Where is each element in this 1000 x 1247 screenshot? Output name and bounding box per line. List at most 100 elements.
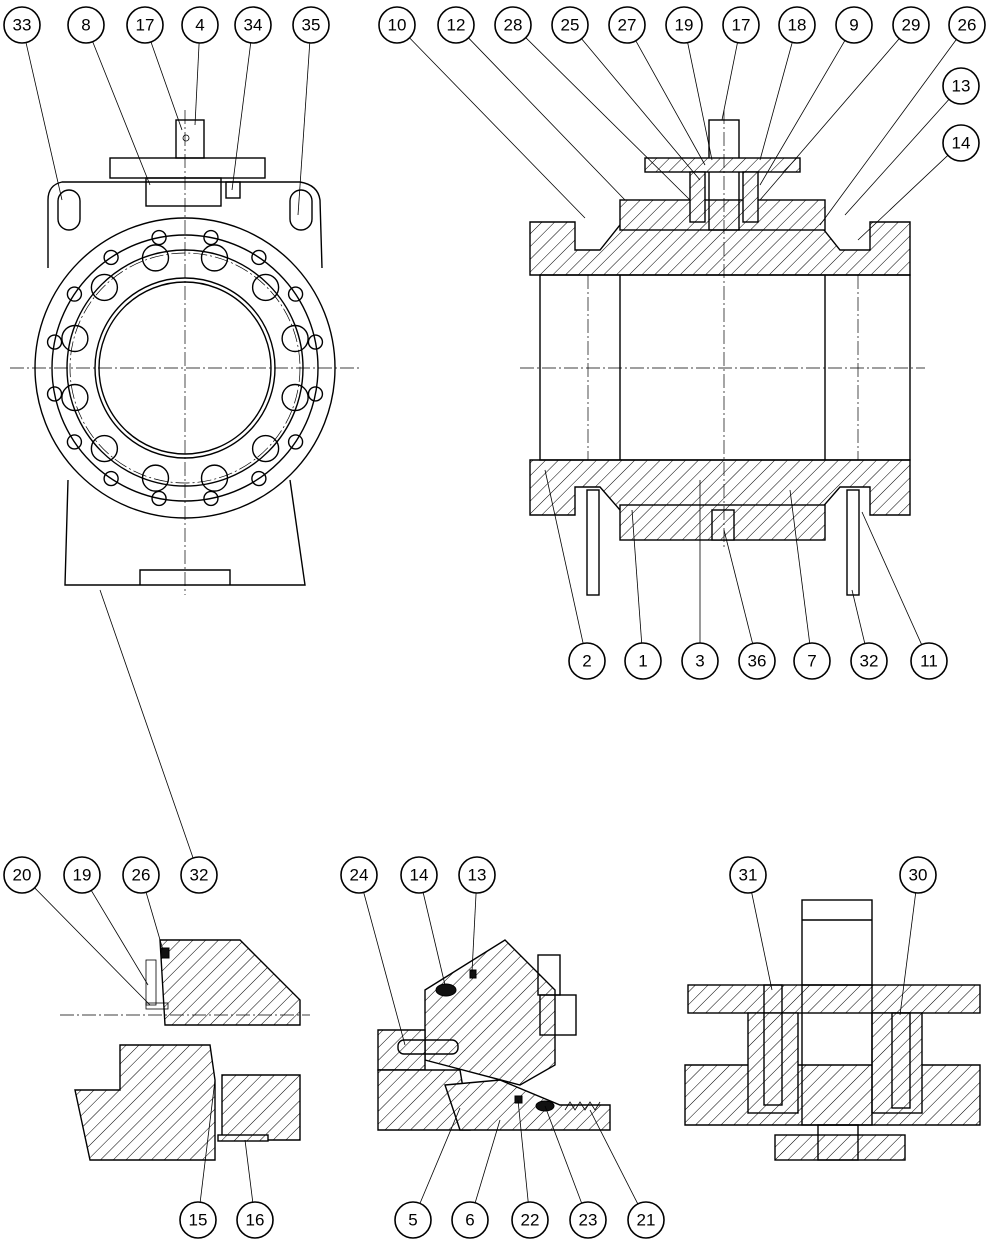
item-balloon: 11 xyxy=(910,642,948,680)
item-balloon: 16 xyxy=(236,1201,274,1239)
leader-line xyxy=(581,38,701,181)
item-number: 33 xyxy=(13,16,32,35)
bolt-hole xyxy=(61,324,89,353)
item-number: 32 xyxy=(190,866,209,885)
balloon-circle xyxy=(551,6,589,44)
bolt-nut xyxy=(46,334,63,350)
item-balloon: 29 xyxy=(892,6,930,44)
item-number: 15 xyxy=(189,1211,208,1230)
leader-line xyxy=(635,40,706,166)
item-number: 28 xyxy=(504,16,523,35)
item-balloon: 26 xyxy=(122,856,160,894)
balloon-circle xyxy=(899,856,937,894)
balloon-circle xyxy=(835,6,873,44)
item-number: 12 xyxy=(447,16,466,35)
item-number: 4 xyxy=(195,16,204,35)
balloon-circle xyxy=(778,6,816,44)
balloon-circle xyxy=(63,856,101,894)
leader-line xyxy=(721,42,738,121)
balloon-circle xyxy=(3,856,41,894)
balloon-circle xyxy=(569,1201,607,1239)
item-number: 17 xyxy=(136,16,155,35)
leader-line xyxy=(751,892,773,991)
leader-line xyxy=(363,892,406,1046)
balloon-circle xyxy=(181,6,219,44)
leader-line xyxy=(409,37,586,219)
balloon-circle xyxy=(942,67,980,105)
item-number: 32 xyxy=(860,652,879,671)
bolt-nut xyxy=(151,490,167,507)
balloon-circle xyxy=(892,6,930,44)
leader-line xyxy=(759,38,900,201)
leader-line xyxy=(419,1107,461,1204)
item-number: 18 xyxy=(788,16,807,35)
item-number: 8 xyxy=(81,16,90,35)
item-number: 17 xyxy=(732,16,751,35)
bolt-hole xyxy=(90,273,119,302)
bolt-hole xyxy=(141,464,170,492)
balloon-circle xyxy=(400,856,438,894)
item-balloon: 7 xyxy=(793,642,831,680)
item-number: 27 xyxy=(618,16,637,35)
leader-line xyxy=(851,589,866,644)
front-view xyxy=(10,110,360,595)
bolt-nut xyxy=(307,386,324,402)
bolt-hole xyxy=(251,273,280,302)
item-number: 6 xyxy=(465,1211,474,1230)
bolt-nut xyxy=(151,229,167,246)
item-balloon: 3 xyxy=(681,642,719,680)
item-balloon: 14 xyxy=(942,124,980,162)
item-balloon: 30 xyxy=(899,856,937,894)
balloon-circle xyxy=(451,1201,489,1239)
leader-line xyxy=(231,42,252,191)
leader-line xyxy=(687,42,713,161)
bolt-hole xyxy=(281,324,309,353)
item-balloon: 6 xyxy=(451,1201,489,1239)
bolt-nut xyxy=(203,229,219,246)
item-balloon: 20 xyxy=(3,856,41,894)
balloon-circle xyxy=(67,6,105,44)
bolt-hole xyxy=(200,464,229,492)
bolt-nut xyxy=(287,286,304,302)
detail-seat xyxy=(60,939,310,1161)
item-number: 7 xyxy=(807,652,816,671)
detail-stem xyxy=(684,899,981,1161)
item-balloon: 28 xyxy=(494,6,532,44)
item-balloon: 22 xyxy=(511,1201,549,1239)
leader-line xyxy=(150,41,183,131)
item-balloon: 19 xyxy=(63,856,101,894)
leader-line xyxy=(99,589,194,859)
leader-line xyxy=(789,489,811,644)
balloon-circle xyxy=(722,6,760,44)
item-number: 11 xyxy=(920,652,938,671)
balloon-circle xyxy=(942,124,980,162)
item-number: 14 xyxy=(952,134,971,153)
item-balloon: 36 xyxy=(738,642,776,680)
balloon-circle xyxy=(340,856,378,894)
leader-line xyxy=(34,887,151,1006)
item-balloon: 23 xyxy=(569,1201,607,1239)
item-number: 1 xyxy=(638,652,647,671)
bolt-nut xyxy=(307,334,324,350)
bolt-nut xyxy=(251,249,267,266)
item-number: 16 xyxy=(246,1211,265,1230)
detail-flange xyxy=(377,939,611,1131)
item-balloon: 25 xyxy=(551,6,589,44)
item-number: 13 xyxy=(468,866,487,885)
balloon-circle xyxy=(738,642,776,680)
bolt-nut xyxy=(66,434,83,450)
item-number: 19 xyxy=(73,866,92,885)
balloon-circle xyxy=(236,1201,274,1239)
leader-line xyxy=(468,37,626,201)
leader-line xyxy=(525,37,691,201)
item-balloon: 33 xyxy=(3,6,41,44)
leader-line xyxy=(297,42,311,216)
item-number: 26 xyxy=(132,866,151,885)
item-number: 36 xyxy=(748,652,767,671)
balloon-circle xyxy=(511,1201,549,1239)
item-balloon: 35 xyxy=(292,6,330,44)
item-number: 22 xyxy=(521,1211,540,1230)
bolt-nut xyxy=(103,249,119,266)
